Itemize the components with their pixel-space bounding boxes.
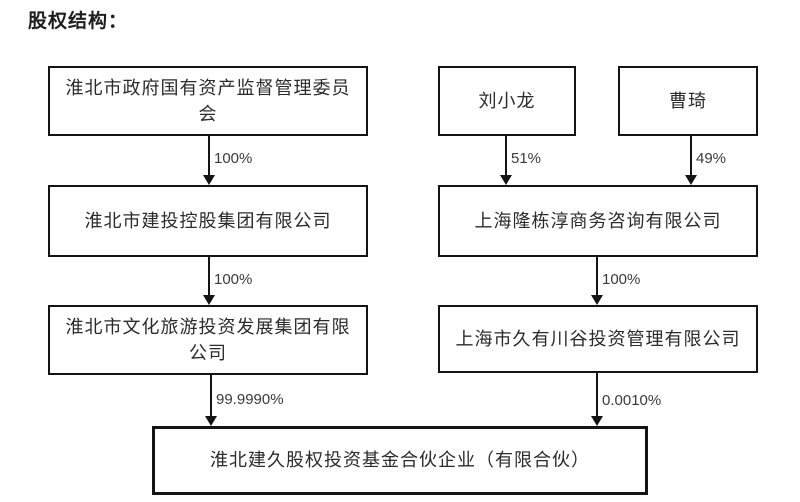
edge-percentage-label: 100% [214,271,253,288]
arrow-down-icon [500,175,512,185]
arrow-down-icon [591,416,603,426]
edge-percentage-label: 51% [511,150,542,167]
node-label: 刘小龙 [478,90,536,111]
node-label: 上海市久有川谷投资管理有限公司 [455,328,741,349]
diagram-title: 股权结构： [28,11,129,32]
node-label: 曹琦 [669,90,707,111]
edge-percentage-label: 100% [602,271,641,288]
node-cao-qi: 曹琦 [618,66,758,136]
edge-percentage-label: 0.0010% [602,392,662,409]
node-liu-xiaolong: 刘小龙 [438,66,576,136]
node-label: 上海隆栋淳商务咨询有限公司 [474,210,722,231]
arrow-down-icon [591,295,603,305]
node-label: 淮北市政府国有资产监督管理委员 会 [65,77,351,124]
edge-percentage-label: 99.9990% [216,391,284,408]
node-longdongchun-consulting: 上海隆栋淳商务咨询有限公司 [438,185,758,257]
node-culture-tourism-group: 淮北市文化旅游投资发展集团有限 公司 [48,305,368,375]
edge-percentage-label: 100% [214,150,253,167]
node-jiuyou-chuangu-investment: 上海市久有川谷投资管理有限公司 [438,305,758,373]
node-label: 淮北市文化旅游投资发展集团有限 公司 [65,316,351,363]
edge-line [210,375,212,417]
node-jiantou-holding: 淮北市建投控股集团有限公司 [48,185,368,257]
arrow-down-icon [205,416,217,426]
node-jianjiu-fund-partnership: 淮北建久股权投资基金合伙企业（有限合伙） [152,426,648,495]
edge-line [596,257,598,296]
node-gov-sasac: 淮北市政府国有资产监督管理委员 会 [48,66,368,136]
edge-line [208,257,210,296]
node-label: 淮北市建投控股集团有限公司 [84,210,332,231]
edge-line [690,136,692,176]
arrow-down-icon [203,295,215,305]
edge-percentage-label: 49% [696,150,727,167]
edge-line [596,373,598,417]
arrow-down-icon [685,175,697,185]
node-label: 淮北建久股权投资基金合伙企业（有限合伙） [210,450,590,471]
arrow-down-icon [203,175,215,185]
edge-line [505,136,507,176]
edge-line [208,136,210,176]
